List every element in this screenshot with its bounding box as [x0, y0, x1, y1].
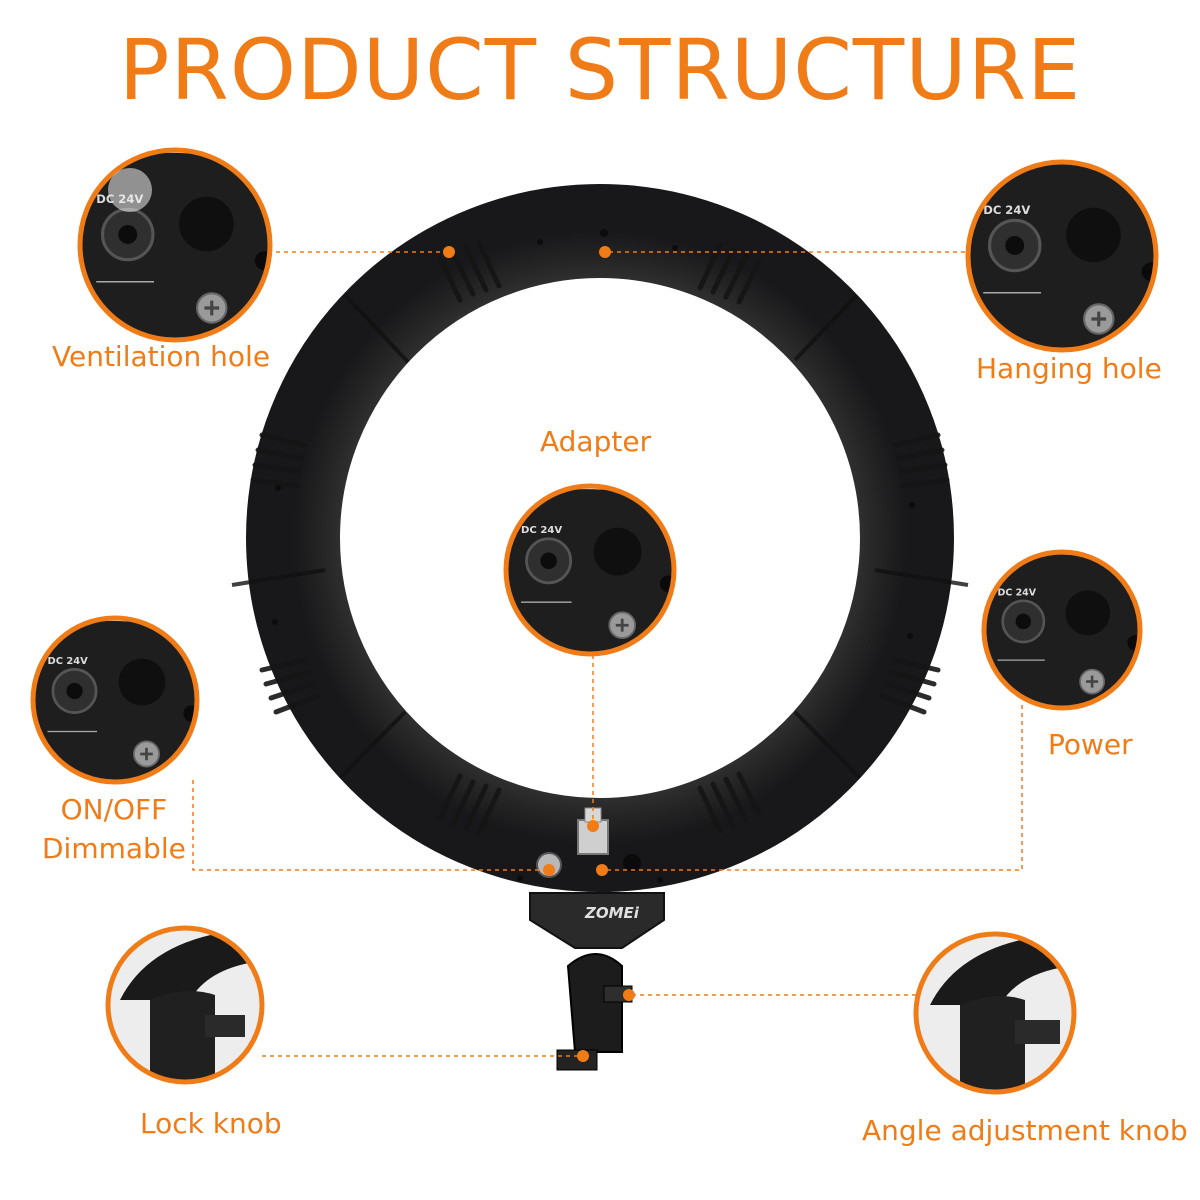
page-title: PRODUCT STRUCTURE	[118, 21, 1082, 119]
label-lock-knob: Lock knob	[140, 1107, 282, 1140]
tilt-bracket	[566, 953, 623, 1053]
power-detail	[981, 549, 1143, 711]
ventilation-hole-detail	[77, 147, 273, 343]
label-on-off-dimmable: ON/OFF Dimmable	[42, 790, 186, 868]
lock-knob-detail	[105, 925, 265, 1085]
label-adapter: Adapter	[540, 425, 652, 458]
leader-lines	[192, 251, 1023, 1057]
lock-knob-body[interactable]	[556, 1049, 598, 1071]
power-button[interactable]	[623, 854, 641, 872]
label-hanging-hole: Hanging hole	[976, 352, 1162, 385]
leader-dots	[443, 246, 635, 1062]
adapter-detail	[503, 483, 677, 657]
hanging-hole-detail	[965, 159, 1159, 353]
ring-light: ZOMEi	[231, 184, 969, 1071]
ventilation-mist-icon	[108, 168, 152, 212]
on-off-detail	[30, 615, 200, 785]
label-on-off: ON/OFF	[60, 793, 168, 826]
label-dimmable: Dimmable	[42, 832, 186, 866]
bracket-plate	[529, 892, 665, 949]
label-power: Power	[1048, 728, 1133, 761]
angle-knob-detail	[913, 931, 1077, 1095]
label-angle-adjustment-knob: Angle adjustment knob	[862, 1114, 1188, 1147]
brand-mark: ZOMEi	[584, 904, 640, 922]
label-ventilation-hole: Ventilation hole	[52, 340, 271, 373]
